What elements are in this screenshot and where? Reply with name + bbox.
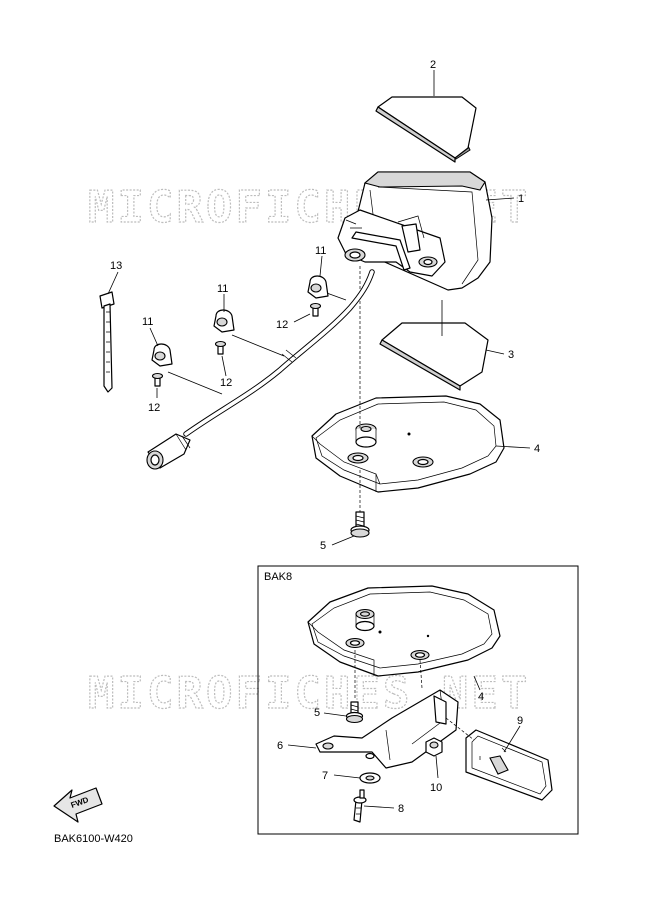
callout-13: 13 (110, 260, 122, 272)
inset-callout-7: 7 (322, 770, 328, 782)
inset-callout-9: 9 (517, 715, 523, 727)
inset-part-4-cover (307, 585, 501, 677)
part-4-cover (311, 395, 505, 493)
part-11-clamp-c (307, 275, 329, 299)
part-11-clamp-a (151, 343, 173, 367)
inset-callout-5: 5 (314, 707, 320, 719)
inset-part-8-rivet (353, 789, 367, 823)
inset-callout-4: 4 (478, 691, 484, 703)
callout-11-b: 11 (217, 283, 228, 295)
inset-part-9-light (445, 717, 553, 801)
wire-harness (146, 269, 375, 470)
callout-5: 5 (320, 540, 326, 552)
reference-code: BAK6100-W420 (54, 833, 133, 845)
fwd-arrow-badge: FWD (53, 787, 103, 823)
callout-3: 3 (508, 349, 514, 361)
inset-part-6-bracket (315, 689, 459, 769)
part-12-screw-a (151, 372, 164, 387)
callout-12-a: 12 (148, 402, 160, 414)
part-3-pad-bottom (379, 322, 489, 391)
inset-label: BAK8 (264, 571, 292, 583)
part-5-screw (350, 511, 370, 538)
callout-4: 4 (534, 443, 540, 455)
part-13-cable-tie (99, 291, 115, 393)
inset-part-5-screw (345, 701, 364, 724)
callout-11-c: 11 (315, 245, 326, 257)
part-2-pad-top (375, 96, 477, 163)
inset-part-7-washer (359, 772, 381, 784)
callout-12-c: 12 (276, 319, 288, 331)
watermark-bottom: MICROFICHES.NET (88, 668, 530, 719)
inset-callout-10: 10 (430, 782, 442, 794)
callout-2: 2 (430, 59, 436, 71)
inset-frame (257, 565, 579, 835)
callout-12-b: 12 (220, 377, 232, 389)
part-12-screw-c (309, 302, 322, 317)
inset-callout-6: 6 (277, 740, 283, 752)
part-1-tail-light (337, 171, 493, 291)
inset-callout-8: 8 (398, 803, 404, 815)
callout-11-a: 11 (142, 316, 153, 328)
callout-1: 1 (518, 193, 524, 205)
wire-connector (146, 433, 191, 470)
part-11-clamp-b (213, 309, 235, 333)
inset-part-10-nut (425, 737, 443, 757)
part-12-screw-b (214, 340, 227, 355)
